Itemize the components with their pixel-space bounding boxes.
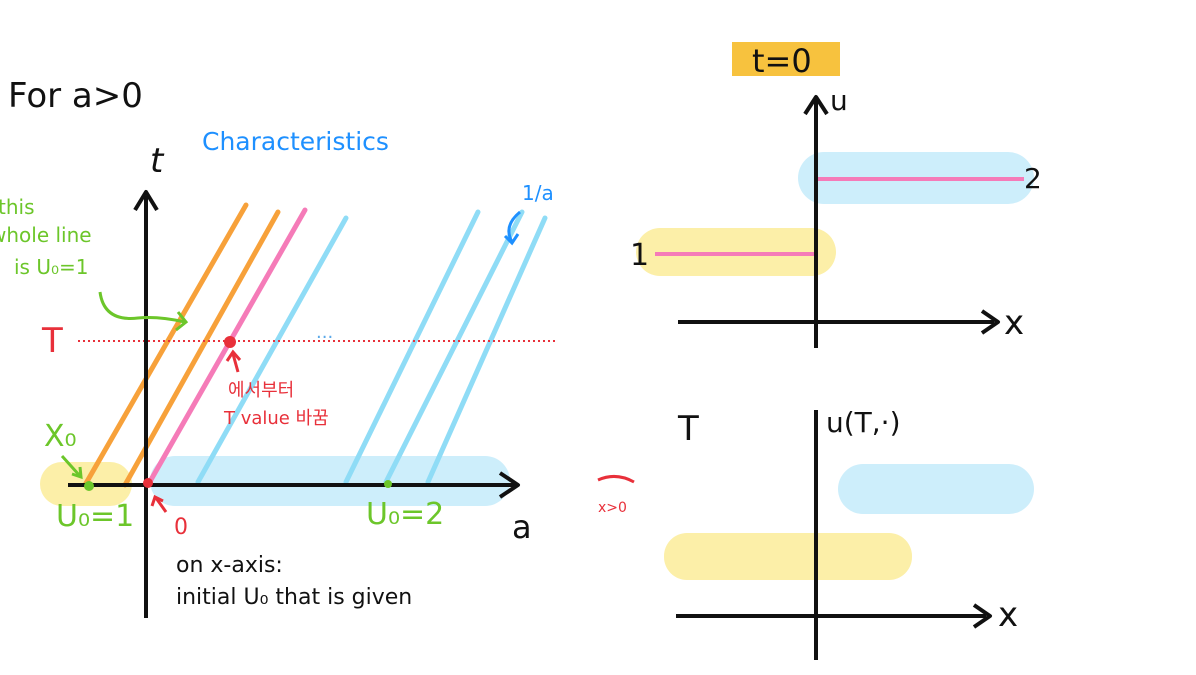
- x0-note: x>0: [598, 500, 627, 516]
- ellipsis: ...: [316, 322, 333, 343]
- whole-line-note-1: this: [0, 195, 35, 219]
- whole-line-note-3: is U₀=1: [14, 255, 88, 279]
- t-axis-arrow: [133, 190, 159, 212]
- xaxis-note-1: on x-axis:: [176, 553, 283, 578]
- characteristic-line-orange: [82, 202, 249, 488]
- x0-point: [84, 481, 94, 491]
- slope-arrow-head: [503, 233, 520, 246]
- whole-line-arrow-head: [175, 311, 189, 332]
- u-axis-top-arrow: [803, 95, 829, 116]
- x0-arrow-head: [71, 466, 83, 480]
- u0-left-label: U₀=1: [56, 499, 134, 534]
- characteristics-label: Characteristics: [202, 127, 389, 156]
- x0-arrow: [60, 454, 82, 478]
- korean-note-2: T value 바꿈: [223, 408, 329, 429]
- korean-note-1: 에서부터: [228, 380, 294, 401]
- title: For a>0: [8, 76, 143, 116]
- x-axis-top-arrow: [980, 309, 1000, 335]
- a-axis-arrow: [498, 471, 520, 499]
- x-axis-bottom-arrow: [972, 603, 992, 629]
- characteristics-plot: T t a Characteristics 1/a ... this whole…: [0, 127, 635, 618]
- a-axis-label: a: [512, 508, 532, 546]
- t-level-label: T: [41, 321, 63, 361]
- characteristic-line-pink: [145, 207, 308, 488]
- origin-point: [143, 478, 153, 488]
- characteristic-line: [343, 209, 481, 485]
- korean-note-arrow-head: [225, 349, 242, 362]
- value-1-label: 1: [630, 238, 649, 273]
- korean-note-arrow: [231, 353, 240, 373]
- u-axis-top-label: u: [830, 84, 848, 117]
- slope-label: 1/a: [522, 181, 554, 205]
- t-axis-label: t: [150, 141, 165, 181]
- t0-highlight: [732, 42, 840, 76]
- characteristic-line: [425, 215, 548, 485]
- u0-right-label: U₀=2: [366, 497, 444, 532]
- slope-arrow: [507, 210, 521, 243]
- origin-label: 0: [174, 515, 188, 540]
- t-intersection-point: [224, 336, 236, 348]
- T-label-bottom: T: [677, 409, 699, 449]
- u0-2-point: [384, 480, 392, 488]
- whole-line-arrow: [98, 291, 186, 324]
- characteristic-line: [195, 215, 349, 485]
- blue-band-left: [150, 456, 510, 506]
- yellow-band-bottom: [664, 533, 912, 580]
- x0-label: X₀: [44, 419, 77, 454]
- u-T-axis-label: u(T,·): [826, 406, 901, 439]
- t0-label: t=0: [752, 42, 812, 80]
- whole-line-note-2: whole line: [0, 223, 92, 247]
- x0-note-arrow: [597, 475, 635, 484]
- blue-band-bottom: [838, 464, 1034, 514]
- initial-profile-plot: t=0 u x 2 1: [630, 42, 1042, 348]
- value-2-label: 2: [1024, 162, 1042, 195]
- solution-at-T-plot: T u(T,·) x: [664, 406, 1034, 660]
- characteristic-line-orange: [122, 209, 281, 488]
- x-axis-top-label: x: [1004, 303, 1024, 343]
- characteristic-line: [383, 209, 525, 485]
- origin-arrow: [154, 497, 168, 513]
- origin-arrow-head: [150, 494, 164, 507]
- x-axis-bottom-label: x: [998, 595, 1018, 635]
- xaxis-note-2: initial U₀ that is given: [176, 585, 412, 610]
